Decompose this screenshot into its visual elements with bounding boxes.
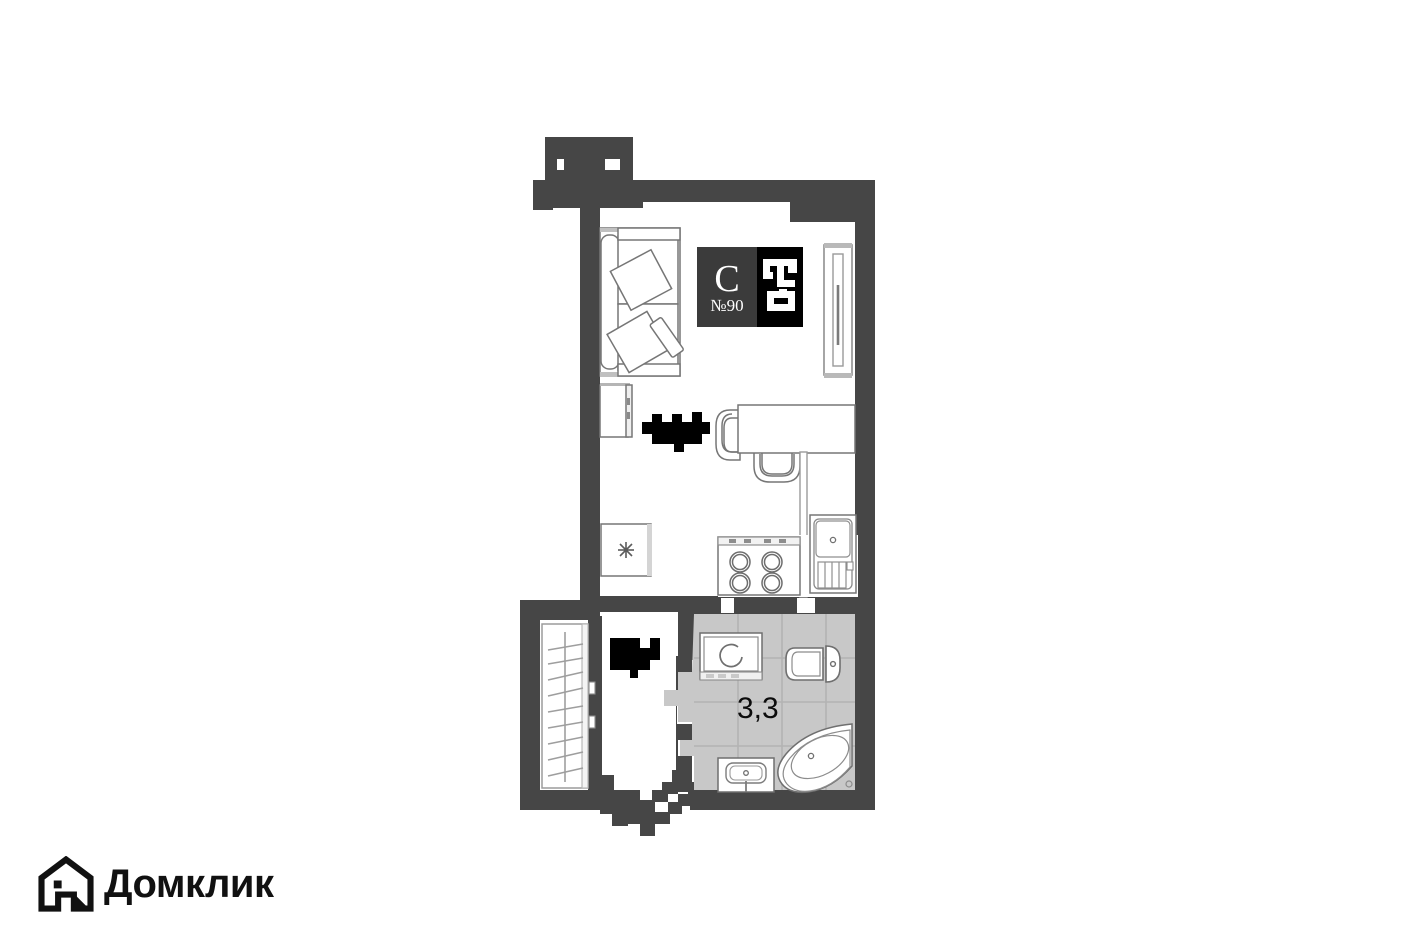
censored-area-blocks: [610, 412, 710, 678]
snowflake-icon: [618, 542, 634, 558]
floorplan-glyph-icon: [757, 247, 803, 327]
toilet: [785, 645, 841, 683]
floorplan-glyph-svg: [758, 254, 802, 320]
kitchen-sink: [809, 514, 857, 594]
refrigerator: [600, 523, 652, 577]
cooktop: [717, 536, 801, 596]
dining-chair-bottom: [753, 451, 801, 483]
washing-machine: [699, 632, 763, 681]
dining-chair-left: [715, 409, 741, 461]
drainer-grooves: [817, 561, 847, 589]
unit-badge: C №90: [697, 247, 803, 327]
unit-badge-left-panel: C №90: [697, 247, 757, 327]
balcony-drying-rack: [541, 623, 596, 789]
dining-set: [715, 404, 856, 483]
unit-letter: C: [714, 257, 740, 300]
bathroom-sink: [717, 757, 775, 793]
domclick-logo[interactable]: Домклик: [38, 856, 274, 912]
wardrobe: [599, 383, 633, 438]
brand-name: Домклик: [104, 862, 274, 906]
bathtub: [777, 723, 853, 794]
domclick-house-logo-icon: [38, 856, 94, 912]
window-right: [823, 243, 853, 378]
sofa: [599, 227, 684, 377]
unit-number: №90: [710, 296, 744, 316]
wall-structure: [520, 137, 875, 836]
bathroom-area-label: 3,3: [737, 692, 779, 725]
